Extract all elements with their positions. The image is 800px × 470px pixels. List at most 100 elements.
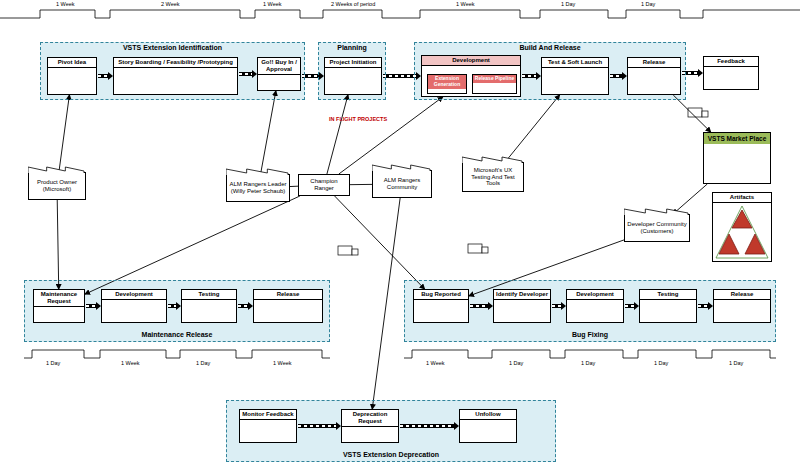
push-arrow bbox=[610, 72, 627, 80]
node-title: Bug Reported bbox=[414, 290, 468, 300]
info-line bbox=[57, 200, 58, 289]
node-title: Artifacts bbox=[713, 193, 771, 203]
node-title: Monitor Feedback bbox=[240, 410, 296, 420]
push-arrow bbox=[302, 72, 324, 80]
node-title: Test & Soft Launch bbox=[542, 58, 608, 68]
process-box: Story Boarding / Feasibility /Prototypin… bbox=[113, 57, 238, 95]
timeline-label: 1 Day bbox=[728, 360, 744, 366]
timeline-label: 2 Weeks of period bbox=[330, 1, 376, 7]
swimlane-band: VSTS Extension Deprecation Monitor Feedba… bbox=[226, 400, 556, 462]
timeline-label: 1 Day bbox=[508, 360, 524, 366]
process-box: Maintenance Request bbox=[33, 289, 85, 323]
node-title: Extension Generation bbox=[428, 75, 466, 89]
node-title: VSTS Market Place bbox=[704, 133, 770, 144]
swimlane-band: Bug Fixing Bug Reported Identify Developer… bbox=[404, 280, 776, 342]
timeline-label: 1 Week bbox=[455, 1, 476, 7]
node-title: VSTS Extension Identification bbox=[41, 44, 304, 52]
node-title: Developer Community (Customers) bbox=[627, 221, 687, 235]
factory-roof bbox=[226, 167, 290, 175]
node-title: Feedback bbox=[704, 57, 758, 67]
actor-box: ALM Rangers Community bbox=[372, 170, 432, 198]
process-box: Release bbox=[627, 57, 681, 95]
node-title: Testing bbox=[182, 290, 236, 300]
info-line bbox=[335, 196, 425, 289]
node-title: Project Initiation bbox=[325, 58, 381, 68]
actor-box: Developer Community (Customers) bbox=[624, 214, 690, 242]
node-title: Deprecation Request bbox=[342, 410, 398, 427]
timeline-label: 1 Day bbox=[560, 1, 576, 7]
timeline-label: 1 Week bbox=[272, 360, 293, 366]
node-title: Release Pipeline bbox=[473, 75, 516, 83]
process-box: VSTS Market Place bbox=[703, 132, 771, 184]
node-title: Development bbox=[102, 290, 166, 300]
swimlane-band: Maintenance Release Maintenance Request De… bbox=[24, 280, 330, 342]
node-title: Maintenance Request bbox=[34, 290, 84, 307]
process-box: Deprecation Request bbox=[341, 409, 399, 443]
actor-box: Microsoft's UX Testing And Test Tools bbox=[462, 162, 524, 192]
process-box: Go!! Buy In / Approval bbox=[257, 57, 301, 91]
process-box: Testing bbox=[181, 289, 237, 323]
node-title: Identify Developer bbox=[494, 290, 550, 300]
timeline-label: 1 Day bbox=[195, 360, 211, 366]
truck-icon bbox=[338, 108, 708, 255]
info-line bbox=[505, 95, 559, 162]
band-fill bbox=[40, 42, 305, 100]
process-box: Pivot Idea bbox=[47, 57, 97, 95]
node-title: Development bbox=[567, 290, 623, 300]
node-title: Go!! Buy In / Approval bbox=[258, 58, 300, 75]
node-title: VSTS Extension Deprecation bbox=[227, 451, 555, 459]
process-box: Release bbox=[253, 289, 323, 323]
band-fill bbox=[414, 42, 686, 100]
node-title: Maintenance Release bbox=[25, 331, 329, 339]
node-title: Unfollow bbox=[460, 410, 516, 420]
node-title: Microsoft's UX Testing And Test Tools bbox=[465, 167, 521, 188]
push-arrow bbox=[239, 70, 257, 78]
push-arrow bbox=[98, 72, 113, 80]
node-title: Story Boarding / Feasibility /Prototypin… bbox=[114, 58, 237, 68]
process-box: Feedback bbox=[703, 56, 759, 90]
process-box: Release bbox=[713, 289, 771, 323]
info-line bbox=[469, 240, 624, 296]
artifact-triangles bbox=[714, 204, 770, 260]
push-arrow bbox=[383, 72, 421, 80]
timeline-label: 1 Week bbox=[55, 1, 76, 7]
process-box: Artifacts bbox=[712, 192, 772, 262]
actor-box: Product Owner (Microsoft) bbox=[28, 172, 86, 200]
note-label: IN FLIGHT PROJECTS bbox=[328, 116, 388, 122]
process-box: Project Initiation bbox=[324, 57, 382, 95]
process-box: DevelopmentExtension GenerationRelease P… bbox=[421, 55, 521, 97]
band-fill bbox=[24, 280, 330, 342]
node-title: Testing bbox=[640, 290, 696, 300]
push-arrow bbox=[470, 302, 493, 310]
info-line bbox=[372, 198, 400, 409]
band-fill bbox=[404, 280, 776, 342]
timeline-label: 2 Week bbox=[160, 1, 181, 7]
timeline-label: 1 Week bbox=[425, 360, 446, 366]
info-line bbox=[339, 97, 443, 174]
node-title: Planning bbox=[319, 44, 385, 52]
push-arrow bbox=[298, 422, 341, 430]
push-arrow bbox=[698, 302, 713, 310]
timeline-label: 1 Day bbox=[640, 1, 656, 7]
node-title: Release bbox=[714, 290, 770, 300]
node-title: Release bbox=[254, 290, 322, 300]
swimlane-band: Build And ReleaseDevelopmentExtension Ge… bbox=[414, 42, 686, 100]
process-box: Bug Reported bbox=[413, 289, 469, 323]
push-arrow bbox=[86, 302, 101, 310]
timeline-label: 1 Day bbox=[580, 360, 596, 366]
info-line bbox=[290, 186, 298, 187]
timeline-label: 1 Week bbox=[120, 360, 141, 366]
process-box: Test & Soft Launch bbox=[541, 57, 609, 95]
node-title: Pivot Idea bbox=[48, 58, 96, 68]
push-arrow bbox=[238, 302, 253, 310]
process-box: Development bbox=[566, 289, 624, 323]
process-box: Monitor Feedback bbox=[239, 409, 297, 443]
push-arrow bbox=[552, 302, 566, 310]
push-arrow bbox=[522, 72, 541, 80]
process-box: Testing bbox=[639, 289, 697, 323]
band-fill bbox=[226, 400, 556, 462]
push-arrow bbox=[625, 302, 639, 310]
process-box: Release Pipeline bbox=[472, 74, 517, 94]
node-title: Bug Fixing bbox=[405, 331, 775, 339]
swimlane-band: VSTS Extension IdentificationPivot Idea S… bbox=[40, 42, 305, 100]
